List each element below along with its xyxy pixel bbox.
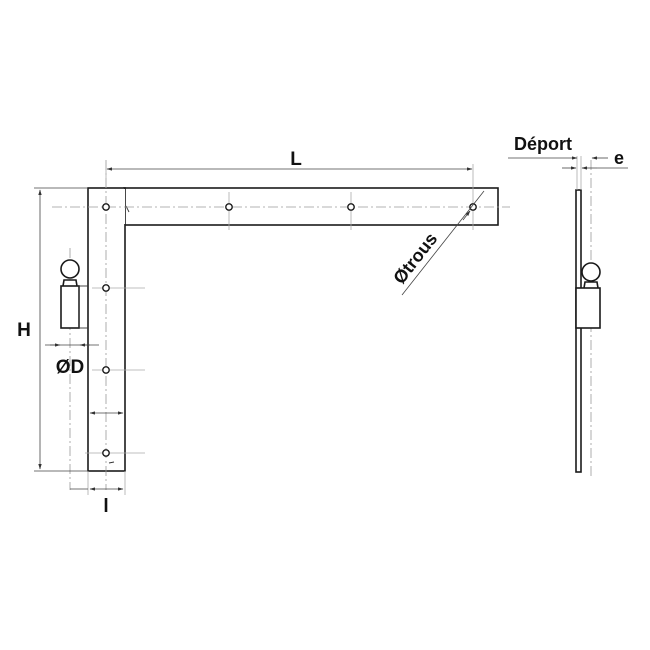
- pintle-knuckle: [60, 248, 88, 490]
- label-hole-diameter: Øtrous: [389, 229, 441, 288]
- label-width: l: [103, 496, 108, 517]
- hole: [102, 449, 110, 457]
- hole: [102, 366, 110, 374]
- side-view: Déport e: [508, 134, 628, 478]
- hole: [102, 203, 110, 211]
- holes-vertical: [85, 284, 145, 464]
- hole: [347, 203, 355, 211]
- hole: [102, 284, 110, 292]
- dimension-height: H: [17, 187, 88, 472]
- dimension-pin-diameter: ØD: [45, 343, 99, 378]
- holes-horizontal: [102, 164, 477, 230]
- dimension-thickness: e: [562, 148, 628, 170]
- label-height: H: [17, 320, 31, 341]
- label-length: L: [290, 149, 302, 170]
- horizontal-strap: [123, 187, 499, 226]
- front-view: L H ØD l Øtrous: [17, 149, 510, 517]
- label-offset: Déport: [514, 134, 572, 154]
- plate-edge: [575, 189, 582, 473]
- label-thickness: e: [614, 148, 624, 168]
- pintle-knuckle-side: [575, 262, 601, 329]
- vertical-strap: [87, 187, 126, 472]
- label-pin-diameter: ØD: [56, 357, 85, 378]
- hole: [469, 203, 477, 211]
- dimension-length: L: [105, 149, 473, 188]
- hole: [225, 203, 233, 211]
- dimension-offset: Déport: [508, 134, 608, 190]
- dimension-width: l: [70, 411, 126, 517]
